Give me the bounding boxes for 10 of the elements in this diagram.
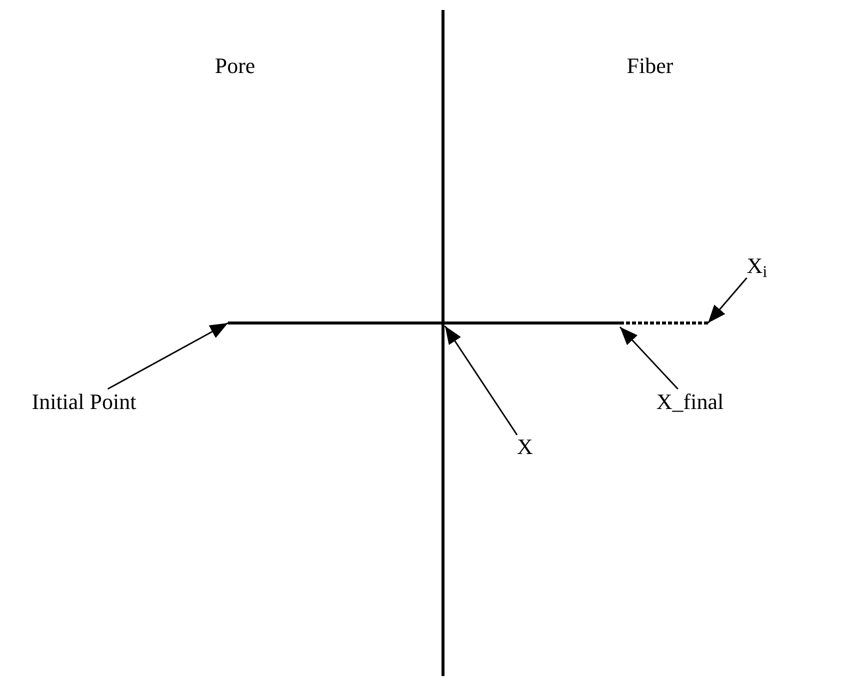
point-label: X$_{i}$	[746, 253, 768, 278]
region-label: Fiber	[626, 53, 674, 79]
leader-arrow	[107, 322, 228, 390]
leader-arrow	[619, 326, 678, 390]
point-label: Initial Point	[32, 389, 136, 414]
leader-arrow	[444, 326, 518, 436]
point-label: X_final	[656, 389, 724, 414]
point-label: X	[517, 434, 533, 459]
region-label: Pore	[214, 53, 256, 79]
leader-arrow	[707, 277, 748, 324]
